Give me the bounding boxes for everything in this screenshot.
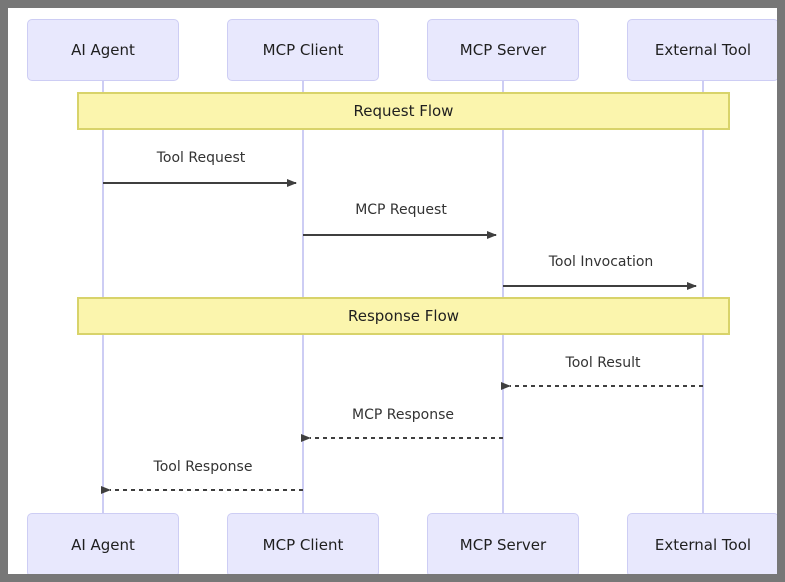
message-label-tool-request: Tool Request xyxy=(156,150,246,166)
message-label-tool-result: Tool Result xyxy=(565,355,641,371)
actor-label-mcp-server: MCP Server xyxy=(459,41,547,59)
actor-box-external-tool-bottom[interactable]: External Tool xyxy=(627,513,777,574)
actor-box-mcp-client-bottom[interactable]: MCP Client xyxy=(227,513,379,574)
message-label-tool-invocation: Tool Invocation xyxy=(548,254,654,270)
actor-box-mcp-server-top[interactable]: MCP Server xyxy=(427,19,579,81)
actor-box-mcp-client-top[interactable]: MCP Client xyxy=(227,19,379,81)
actor-box-external-tool-top[interactable]: External Tool xyxy=(627,19,777,81)
banner-request-flow: Request Flow xyxy=(77,92,730,130)
actor-label-ai-agent-bottom: AI Agent xyxy=(71,536,135,554)
sequence-diagram-canvas: AI Agent MCP Client MCP Server External … xyxy=(8,8,777,574)
message-label-mcp-response: MCP Response xyxy=(352,407,454,423)
actor-label-mcp-client-bottom: MCP Client xyxy=(262,536,344,554)
message-label-mcp-request: MCP Request xyxy=(355,202,447,218)
banner-label-response-flow: Response Flow xyxy=(347,307,460,325)
banner-label-request-flow: Request Flow xyxy=(353,102,454,120)
actor-box-mcp-server-bottom[interactable]: MCP Server xyxy=(427,513,579,574)
actor-label-mcp-client: MCP Client xyxy=(262,41,344,59)
message-label-tool-response: Tool Response xyxy=(153,459,253,475)
actor-label-external-tool-bottom: External Tool xyxy=(654,536,752,554)
actor-label-mcp-server-bottom: MCP Server xyxy=(459,536,547,554)
actor-label-external-tool: External Tool xyxy=(654,41,752,59)
actor-box-ai-agent-top[interactable]: AI Agent xyxy=(27,19,179,81)
actor-box-ai-agent-bottom[interactable]: AI Agent xyxy=(27,513,179,574)
actor-label-ai-agent: AI Agent xyxy=(71,41,135,59)
banner-response-flow: Response Flow xyxy=(77,297,730,335)
